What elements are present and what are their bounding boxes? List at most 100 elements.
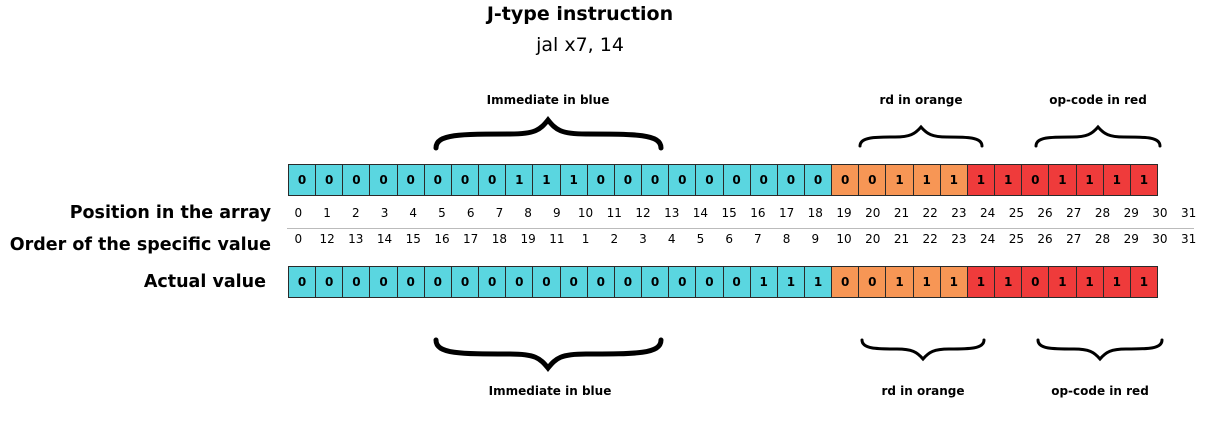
position-number-11: 11 (606, 206, 622, 220)
actual-bit-10: 0 (560, 266, 588, 298)
position-number-21: 21 (893, 206, 910, 220)
position-number-3: 3 (380, 206, 389, 220)
order-number-26: 26 (1037, 232, 1053, 246)
actual-row-label: Actual value (143, 272, 266, 292)
actual-bit-1: 0 (316, 266, 344, 298)
encoded-bit-25: 1 (967, 164, 996, 196)
position-number-27: 27 (1066, 206, 1082, 220)
order-number-28: 28 (1094, 232, 1111, 246)
position-number-22: 22 (922, 206, 938, 220)
actual-bit-22: 1 (886, 266, 914, 298)
page-title: J-type instruction (486, 3, 674, 25)
order-number-19: 10 (836, 232, 852, 246)
actual-bit-2: 0 (343, 266, 371, 298)
actual-bit-29: 1 (1076, 266, 1104, 298)
encoded-bit-5: 0 (424, 164, 452, 196)
actual-bit-28: 1 (1049, 266, 1077, 298)
position-number-19: 19 (836, 206, 852, 220)
encoded-bit-9: 1 (533, 164, 561, 196)
top-opcode-brace (1034, 124, 1162, 148)
bottom-immediate-label: Immediate in blue (488, 384, 612, 398)
position-number-16: 16 (750, 206, 766, 220)
position-number-9: 9 (553, 206, 561, 220)
order-number-18: 9 (811, 232, 820, 246)
position-number-20: 20 (865, 206, 881, 220)
position-number-7: 7 (495, 206, 504, 220)
encoded-bit-13: 0 (642, 164, 670, 196)
position-number-24: 24 (979, 206, 996, 220)
position-number-1: 1 (323, 206, 331, 220)
encoded-bit-16: 0 (723, 164, 751, 196)
position-number-14: 14 (692, 206, 709, 220)
actual-bit-18: 1 (777, 266, 805, 298)
actual-bit-4: 0 (397, 266, 425, 298)
position-row-label: Position in the array (69, 203, 271, 223)
encoded-bit-21: 0 (859, 164, 887, 196)
position-number-23: 23 (951, 206, 967, 220)
actual-bit-20: 0 (832, 266, 860, 298)
encoded-bit-2: 0 (343, 164, 371, 196)
order-number-8: 19 (520, 232, 536, 246)
order-number-29: 29 (1123, 232, 1139, 246)
actual-bit-25: 1 (967, 266, 996, 298)
encoded-bit-24: 1 (940, 164, 968, 196)
row-divider (287, 228, 1194, 229)
bottom-opcode-label: op-code in red (1051, 384, 1149, 398)
actual-bit-9: 0 (533, 266, 561, 298)
encoded-bit-8: 1 (506, 164, 534, 196)
bottom-opcode-brace (1036, 338, 1164, 362)
encoded-bit-12: 0 (614, 164, 643, 196)
actual-bit-24: 1 (940, 266, 968, 298)
actual-bit-6: 0 (451, 266, 480, 298)
actual-bit-12: 0 (614, 266, 643, 298)
order-number-31: 31 (1181, 232, 1197, 246)
encoded-bit-14: 0 (669, 164, 697, 196)
encoded-bit-23: 1 (913, 164, 941, 196)
encoded-bit-19: 0 (804, 164, 833, 196)
position-number-17: 17 (778, 206, 795, 220)
encoded-bit-15: 0 (696, 164, 724, 196)
encoded-bit-26: 1 (995, 164, 1023, 196)
order-number-16: 7 (754, 232, 762, 246)
encoded-bit-17: 0 (750, 164, 778, 196)
order-number-15: 6 (725, 232, 733, 246)
position-number-13: 13 (664, 206, 680, 220)
order-row-label: Order of the specific value (9, 235, 271, 255)
encoded-bit-28: 1 (1049, 164, 1077, 196)
order-number-5: 16 (434, 232, 450, 246)
order-number-20: 20 (865, 232, 881, 246)
position-number-4: 4 (409, 206, 418, 220)
actual-bit-8: 0 (506, 266, 534, 298)
position-number-8: 8 (524, 206, 532, 220)
actual-bit-19: 1 (804, 266, 833, 298)
order-number-11: 2 (610, 232, 619, 246)
position-number-18: 18 (807, 206, 823, 220)
order-number-23: 23 (951, 232, 967, 246)
position-number-25: 25 (1008, 206, 1024, 220)
order-number-22: 22 (922, 232, 938, 246)
position-number-15: 15 (721, 206, 737, 220)
position-number-2: 2 (351, 206, 360, 220)
actual-bit-14: 0 (669, 266, 697, 298)
order-number-17: 8 (782, 232, 791, 246)
encoded-bit-27: 0 (1022, 164, 1050, 196)
position-number-31: 31 (1181, 206, 1197, 220)
position-number-29: 29 (1123, 206, 1139, 220)
order-number-25: 25 (1008, 232, 1024, 246)
encoded-bit-30: 1 (1103, 164, 1131, 196)
order-number-1: 12 (319, 232, 335, 246)
order-number-24: 24 (979, 232, 996, 246)
order-number-13: 4 (667, 232, 676, 246)
top-rd-label: rd in orange (879, 93, 963, 107)
position-number-6: 6 (466, 206, 475, 220)
encoded-bit-22: 1 (886, 164, 914, 196)
position-number-28: 28 (1094, 206, 1111, 220)
top-opcode-label: op-code in red (1049, 93, 1147, 107)
actual-bit-30: 1 (1103, 266, 1131, 298)
position-number-26: 26 (1037, 206, 1053, 220)
actual-bit-21: 0 (859, 266, 887, 298)
order-number-9: 11 (549, 232, 565, 246)
